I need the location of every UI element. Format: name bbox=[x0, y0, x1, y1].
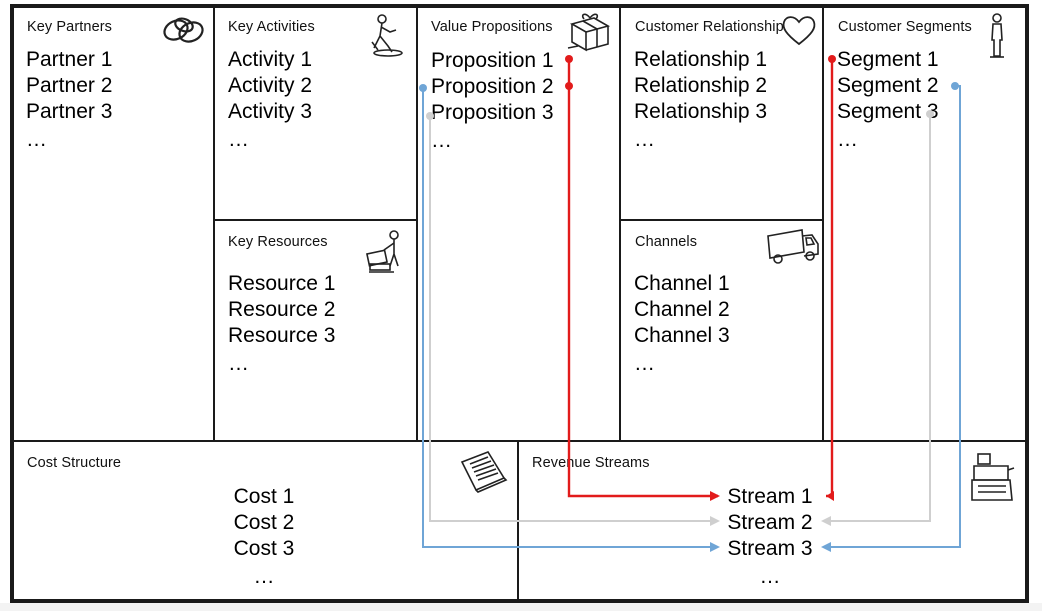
list-item: … bbox=[228, 352, 249, 375]
list-item: Resource 2 bbox=[228, 298, 336, 321]
list-item: Channel 1 bbox=[634, 272, 730, 295]
list-item: Resource 3 bbox=[228, 324, 336, 347]
block-title-cost-structure: Cost Structure bbox=[27, 455, 122, 471]
list-item: Relationship 1 bbox=[634, 48, 768, 71]
list-item: Cost 2 bbox=[233, 511, 295, 534]
list-item: Segment 1 bbox=[837, 48, 939, 71]
block-title-key-activities: Key Activities bbox=[228, 19, 315, 35]
block-title-customer-segments: Customer Segments bbox=[838, 19, 972, 35]
list-item: … bbox=[253, 565, 275, 588]
list-item: … bbox=[26, 128, 47, 151]
block-title-key-resources: Key Resources bbox=[228, 234, 328, 250]
list-item: Segment 3 bbox=[837, 100, 939, 123]
block-title-revenue-streams: Revenue Streams bbox=[532, 455, 650, 471]
list-item: Partner 1 bbox=[26, 48, 113, 71]
divider-cr-cs bbox=[822, 8, 824, 442]
cash-register-icon bbox=[971, 453, 1015, 501]
list-item: … bbox=[228, 128, 249, 151]
block-title-customer-relationships: Customer Relationship bbox=[635, 19, 784, 35]
key-resources-list: Resource 1 Resource 2 Resource 3 … bbox=[228, 271, 335, 379]
list-item: Proposition 1 bbox=[431, 49, 554, 72]
divider-cost-revenue bbox=[517, 440, 519, 603]
list-item: Stream 1 bbox=[727, 485, 813, 508]
cost-structure-list: Cost 1 Cost 2 Cost 3 … bbox=[223, 484, 305, 592]
person-working-icon bbox=[371, 14, 403, 57]
customer-segments-list: Segment 1 Segment 2 Segment 3 … bbox=[837, 47, 939, 155]
block-title-key-partners: Key Partners bbox=[27, 19, 113, 35]
list-item: … bbox=[634, 352, 655, 375]
standing-person-icon bbox=[990, 13, 1004, 58]
key-partners-list: Partner 1 Partner 2 Partner 3 … bbox=[26, 47, 112, 155]
list-item: Stream 3 bbox=[727, 537, 813, 560]
gift-package-icon bbox=[567, 13, 611, 52]
list-item: Partner 2 bbox=[26, 74, 113, 97]
value-propositions-list: Proposition 1 Proposition 2 Proposition … bbox=[431, 48, 554, 156]
heart-icon bbox=[782, 16, 816, 46]
channels-list: Channel 1 Channel 2 Channel 3 … bbox=[634, 271, 730, 379]
block-title-value-propositions: Value Propositions bbox=[431, 19, 553, 35]
receipt-paper-icon bbox=[460, 451, 508, 493]
divider-ka-kr bbox=[213, 219, 418, 221]
revenue-streams-list: Stream 1 Stream 2 Stream 3 … bbox=[723, 484, 817, 592]
list-item: Proposition 3 bbox=[431, 101, 554, 124]
list-item: Relationship 2 bbox=[634, 74, 768, 97]
list-item: Resource 1 bbox=[228, 272, 336, 295]
list-item: Segment 2 bbox=[837, 74, 939, 97]
list-item: Cost 1 bbox=[233, 485, 295, 508]
list-item: Channel 2 bbox=[634, 298, 730, 321]
chain-links-icon bbox=[163, 17, 204, 43]
list-item: Proposition 2 bbox=[431, 75, 554, 98]
delivery-truck-icon bbox=[767, 229, 819, 264]
list-item: Activity 1 bbox=[228, 48, 313, 71]
list-item: Relationship 3 bbox=[634, 100, 768, 123]
divider-kp-ka bbox=[213, 8, 215, 442]
key-activities-list: Activity 1 Activity 2 Activity 3 … bbox=[228, 47, 312, 155]
list-item: … bbox=[837, 128, 858, 151]
canvas-frame bbox=[10, 4, 1029, 603]
list-item: … bbox=[759, 565, 781, 588]
block-title-channels: Channels bbox=[635, 234, 698, 250]
customer-relationships-list: Relationship 1 Relationship 2 Relationsh… bbox=[634, 47, 767, 155]
list-item: … bbox=[634, 128, 655, 151]
bottom-strip bbox=[0, 603, 1042, 611]
divider-vp-cr bbox=[619, 8, 621, 442]
divider-cr-ch bbox=[619, 219, 824, 221]
list-item: Activity 3 bbox=[228, 100, 313, 123]
list-item: Cost 3 bbox=[233, 537, 295, 560]
list-item: … bbox=[431, 129, 452, 152]
list-item: Channel 3 bbox=[634, 324, 730, 347]
list-item: Activity 2 bbox=[228, 74, 313, 97]
person-with-boxes-icon bbox=[366, 230, 399, 273]
list-item: Partner 3 bbox=[26, 100, 113, 123]
divider-ka-vp bbox=[416, 8, 418, 442]
list-item: Stream 2 bbox=[727, 511, 813, 534]
